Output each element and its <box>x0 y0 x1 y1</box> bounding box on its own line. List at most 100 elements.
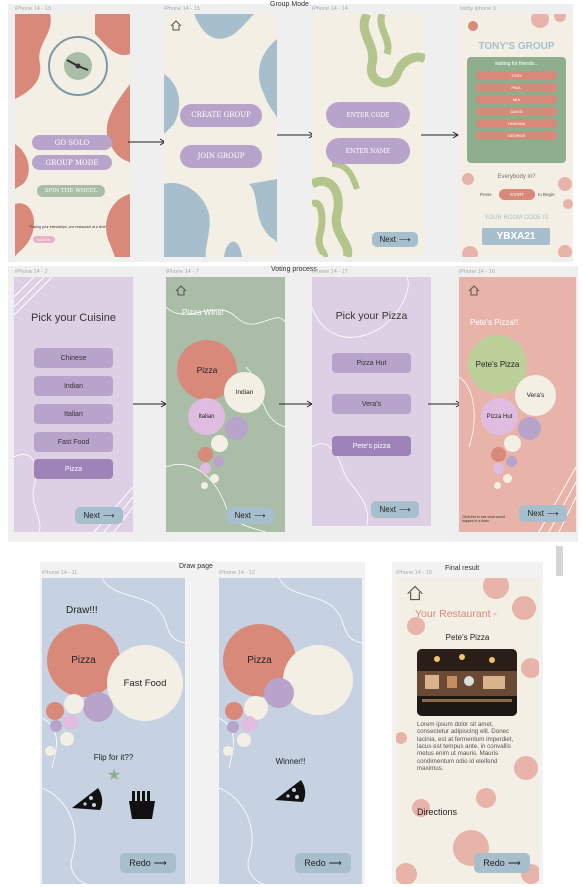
frame-label: iPhone 14 - 12 <box>219 570 255 576</box>
member-badge: TONY <box>476 71 557 80</box>
pizza-option-selected[interactable]: Pete's pizza <box>332 436 411 456</box>
member-badge: DAVID <box>476 107 557 116</box>
lobby-screen: TONY'S GROUP waiting for friends... TONY… <box>460 14 573 257</box>
pizza-slice-icon <box>273 778 307 813</box>
arrow-right-icon: ⟶ <box>153 857 167 868</box>
winner-screen: Pizza Winner!! Redo⟶ <box>219 578 362 884</box>
draw-title: Draw!!! <box>66 605 98 616</box>
bubble <box>200 463 211 474</box>
next-button[interactable]: Next⟶ <box>519 505 567 522</box>
blob-background <box>164 14 277 257</box>
waiting-text: waiting for friends... <box>494 61 539 67</box>
create-group-button[interactable]: CREATE GROUP <box>180 104 262 127</box>
cuisine-title: Pick your Cuisine <box>31 312 116 324</box>
bubble <box>493 463 504 474</box>
bubble <box>264 678 294 708</box>
directions-link[interactable]: Directions <box>417 807 458 817</box>
line-background <box>42 578 185 884</box>
frame-label: iPhone 14 - 13 <box>15 6 51 12</box>
home-icon[interactable] <box>406 585 424 606</box>
next-label: Next <box>83 511 100 520</box>
restaurant-heading: Your Restaurant - <box>415 608 497 620</box>
frame-label: iPhone 14 - 2 <box>15 269 48 275</box>
restaurant-name: Pete's Pizza <box>445 633 490 642</box>
bubble <box>64 694 84 714</box>
bubble <box>60 732 74 746</box>
room-code-label: YOUR ROOM CODE IS <box>484 215 549 221</box>
draw-hint-link[interactable]: Click this to see what would happen in a… <box>462 515 505 523</box>
pizza-option[interactable]: Vera's <box>332 394 411 414</box>
frame-label: iPhone 14 - 15 <box>164 6 200 12</box>
bubble <box>223 746 233 756</box>
member-badge: TAHMINA <box>476 119 557 128</box>
arrow-right-icon: ⟶ <box>328 857 342 868</box>
bubble <box>198 447 213 462</box>
line-background <box>312 277 409 526</box>
bubble <box>283 645 353 715</box>
everybody-text: Everybody in? <box>497 174 536 180</box>
squiggle-background <box>312 14 425 257</box>
restaurant-description: Lorem ipsum dolor sit amet, consectetur … <box>417 721 514 772</box>
home-icon[interactable] <box>468 283 480 301</box>
pizza-option[interactable]: Pizza Hut <box>332 353 411 373</box>
bubble <box>227 721 239 733</box>
next-button[interactable]: Next⟶ <box>371 501 419 518</box>
arrow-right-icon: ⟶ <box>398 235 411 244</box>
member-badge: GEORGE <box>476 131 557 140</box>
bubble <box>504 435 521 452</box>
start-button[interactable]: START <box>499 189 535 200</box>
next-label: Next <box>527 509 544 518</box>
spin-wheel-button[interactable]: SPIN THE WHEEL <box>37 185 105 197</box>
star-icon: ★ <box>107 767 122 784</box>
pizza-wins-screen: Pizza Wins! Pizza Indian Italian Next⟶ <box>166 277 285 532</box>
bubble-pizza: Pizza <box>47 624 120 697</box>
pick-pizza-screen: Pick your Pizza Pizza Hut Vera's Pete's … <box>312 277 431 526</box>
bubble <box>50 720 62 732</box>
room-code: YBXA21 <box>482 228 550 245</box>
next-button[interactable]: Next⟶ <box>372 232 418 247</box>
bubble <box>63 714 79 730</box>
cuisine-option-selected[interactable]: Pizza <box>34 459 113 479</box>
flip-text: Flip for it?? <box>93 753 134 762</box>
cuisine-option[interactable]: Indian <box>34 376 113 396</box>
arrow-right-icon: ⟶ <box>253 511 266 520</box>
section-title-draw: Draw page <box>179 563 213 570</box>
wheel-logo <box>48 36 108 96</box>
frame-label: iPhone 14 - 14 <box>312 6 348 12</box>
enter-code-button[interactable]: ENTER CODE <box>326 102 410 128</box>
fries-icon[interactable] <box>126 791 158 824</box>
bubble <box>518 417 541 440</box>
redo-button[interactable]: Redo⟶ <box>474 853 530 873</box>
next-button[interactable]: Next⟶ <box>226 507 274 524</box>
frame-label: iPhone 14 - 16 <box>459 269 495 275</box>
redo-button[interactable]: Redo⟶ <box>120 853 176 873</box>
bubble <box>83 692 113 722</box>
cuisine-option[interactable]: Fast Food <box>34 432 113 452</box>
frame-label: iPhone 14 - 10 <box>396 570 432 576</box>
redo-button[interactable]: Redo⟶ <box>295 853 351 873</box>
home-icon[interactable] <box>170 18 182 36</box>
cuisine-option[interactable]: Italian <box>34 404 113 424</box>
blob-background <box>15 14 130 257</box>
pizza-slice-icon[interactable] <box>70 786 104 821</box>
back-icon[interactable] <box>468 21 478 31</box>
go-solo-button[interactable]: GO SOLO <box>32 135 112 150</box>
line-background <box>219 578 362 884</box>
enter-name-button[interactable]: ENTER NAME <box>326 138 410 164</box>
bubble <box>237 733 251 747</box>
home-icon[interactable] <box>175 283 187 301</box>
next-button[interactable]: Next⟶ <box>75 507 123 524</box>
sign-in-button[interactable]: SIGN IN <box>33 236 55 243</box>
bubble <box>45 746 55 756</box>
scrollbar[interactable] <box>556 546 563 576</box>
pick-cuisine-screen: Pick your Cuisine Chinese Indian Italian… <box>14 277 133 532</box>
cuisine-option[interactable]: Chinese <box>34 348 113 368</box>
clock-icon <box>64 52 92 80</box>
redo-label: Redo <box>483 858 505 868</box>
join-group-button[interactable]: JOIN GROUP <box>180 145 262 168</box>
member-badge: MIA <box>476 95 557 104</box>
bubble <box>213 456 224 467</box>
frame-label: lobby iphone 3 <box>460 6 496 12</box>
group-mode-button[interactable]: GROUP MODE <box>32 155 112 170</box>
bubble-winner: Pizza <box>177 340 237 400</box>
